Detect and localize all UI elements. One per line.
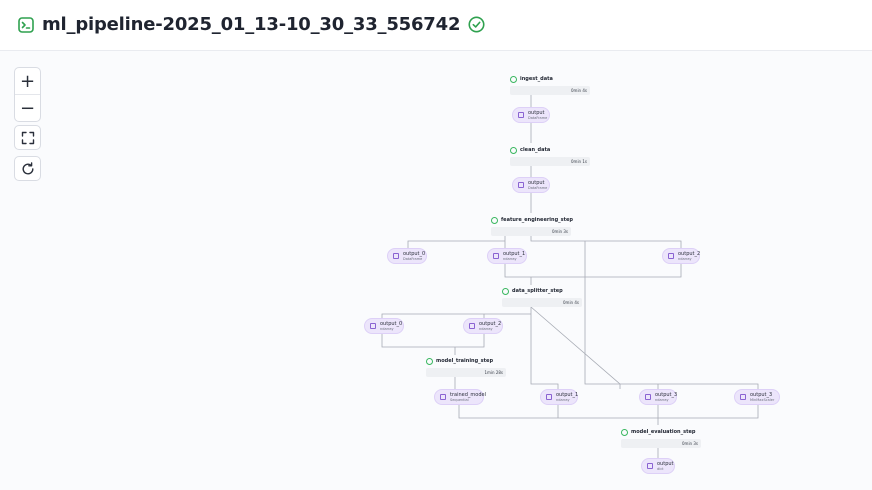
artifact-type: Sequential (450, 398, 469, 402)
pipeline-icon (18, 16, 34, 33)
step-duration-bar: 0min 4s (502, 298, 582, 307)
zoom-controls: + − (14, 67, 41, 122)
step-node-model-training[interactable]: model_training_step 1min 28s (426, 355, 506, 383)
artifact-node-ds-output-2[interactable]: output_2 ndarray (463, 318, 503, 334)
dataset-icon (393, 253, 399, 259)
artifact-node-ds-output-0[interactable]: output_0 ndarray (364, 318, 404, 334)
check-circle-icon (426, 357, 433, 365)
artifact-node-ds-output-1[interactable]: output_1 ndarray (540, 389, 578, 405)
artifact-name: output_3 (655, 392, 678, 398)
step-name: model_evaluation_step (631, 429, 696, 435)
step-node-data-splitter[interactable]: data_splitter_step 0min 4s (502, 285, 582, 313)
dataset-icon (740, 394, 746, 400)
artifact-type: dict (657, 467, 664, 471)
step-name: clean_data (520, 147, 551, 153)
artifact-name: output_0 (380, 321, 403, 327)
page-title: ml_pipeline-2025_01_13-10_30_33_556742 (42, 14, 461, 35)
artifact-node-fe-output-1[interactable]: output_1 ndarray (487, 248, 527, 264)
artifact-node-trained-model[interactable]: trained_model Sequential (434, 389, 486, 405)
minus-icon: − (19, 97, 36, 119)
check-circle-icon (510, 146, 517, 154)
check-circle-icon (502, 287, 509, 295)
artifact-type: DataFrame (403, 257, 423, 261)
zoom-out-button[interactable]: − (15, 95, 40, 121)
dataset-icon (546, 394, 552, 400)
artifact-name: output_2 (479, 321, 502, 327)
artifact-name: output_3 (750, 392, 773, 398)
artifact-node-fe-output-0[interactable]: output_0 DataFrame (387, 248, 427, 264)
artifact-type: MinMaxScaler (750, 398, 775, 402)
step-name: ingest_data (520, 76, 553, 82)
fit-view-button[interactable] (14, 125, 41, 150)
artifact-node-fe-output-2[interactable]: output_2 ndarray (662, 248, 700, 264)
step-duration-bar: 0min 1s (510, 157, 590, 166)
artifact-type: ndarray (556, 398, 570, 402)
plus-icon: + (19, 70, 36, 92)
artifact-node-fe-output-3[interactable]: output_3 MinMaxScaler (734, 389, 780, 405)
step-name: data_splitter_step (512, 288, 563, 294)
artifact-node-eval-output[interactable]: output dict (641, 458, 675, 474)
document-icon (647, 463, 653, 469)
step-duration-bar: 0min 3s (491, 227, 571, 236)
artifact-node-clean-output[interactable]: output DataFrame (512, 177, 550, 193)
dataset-icon (469, 323, 475, 329)
check-circle-icon (621, 428, 628, 436)
model-icon (440, 394, 446, 400)
artifact-node-ingest-output[interactable]: output DataFrame (512, 107, 550, 123)
refresh-icon (22, 161, 33, 174)
dataset-icon (645, 394, 651, 400)
divider (15, 94, 40, 95)
step-duration-bar: 0min 4s (510, 86, 590, 95)
artifact-type: DataFrame (528, 186, 548, 190)
step-duration: 1min 28s (484, 370, 503, 375)
step-duration: 0min 4s (563, 300, 579, 305)
header: ml_pipeline-2025_01_13-10_30_33_556742 (0, 0, 872, 51)
dataset-icon (518, 112, 524, 118)
artifact-type: ndarray (380, 327, 394, 331)
step-duration: 0min 4s (571, 88, 587, 93)
step-node-feature-engineering[interactable]: feature_engineering_step 0min 3s (491, 214, 573, 242)
artifact-name: trained_model (450, 392, 486, 398)
dataset-icon (493, 253, 499, 259)
step-duration: 0min 3s (682, 441, 698, 446)
step-duration: 0min 1s (571, 159, 587, 164)
fit-view-icon (21, 131, 34, 144)
refresh-button[interactable] (14, 156, 41, 181)
artifact-type: ndarray (678, 257, 692, 261)
artifact-node-ds-output-3[interactable]: output_3 ndarray (639, 389, 677, 405)
dataset-icon (518, 182, 524, 188)
artifact-name: output_0 (403, 251, 426, 257)
artifact-name: output_2 (678, 251, 701, 257)
step-duration-bar: 0min 3s (621, 439, 701, 448)
artifact-name: output (528, 110, 545, 116)
step-name: feature_engineering_step (501, 217, 573, 223)
step-duration: 0min 3s (552, 229, 568, 234)
dataset-icon (370, 323, 376, 329)
check-circle-icon (510, 75, 517, 83)
check-circle-icon (491, 216, 498, 224)
title-bar: ml_pipeline-2025_01_13-10_30_33_556742 (18, 14, 485, 35)
artifact-type: DataFrame (528, 116, 548, 120)
artifact-type: ndarray (479, 327, 493, 331)
step-duration-bar: 1min 28s (426, 368, 506, 377)
artifact-name: output_1 (503, 251, 526, 257)
step-node-ingest-data[interactable]: ingest_data 0min 4s (510, 73, 590, 101)
artifact-name: output (657, 461, 674, 467)
status-success-icon (468, 16, 485, 33)
step-node-clean-data[interactable]: clean_data 0min 1s (510, 144, 590, 172)
step-name: model_training_step (436, 358, 494, 364)
artifact-type: ndarray (655, 398, 669, 402)
zoom-in-button[interactable]: + (15, 68, 40, 94)
artifact-type: ndarray (503, 257, 517, 261)
artifact-name: output_1 (556, 392, 579, 398)
step-node-model-evaluation[interactable]: model_evaluation_step 0min 3s (621, 426, 701, 454)
dataset-icon (668, 253, 674, 259)
artifact-name: output (528, 180, 545, 186)
